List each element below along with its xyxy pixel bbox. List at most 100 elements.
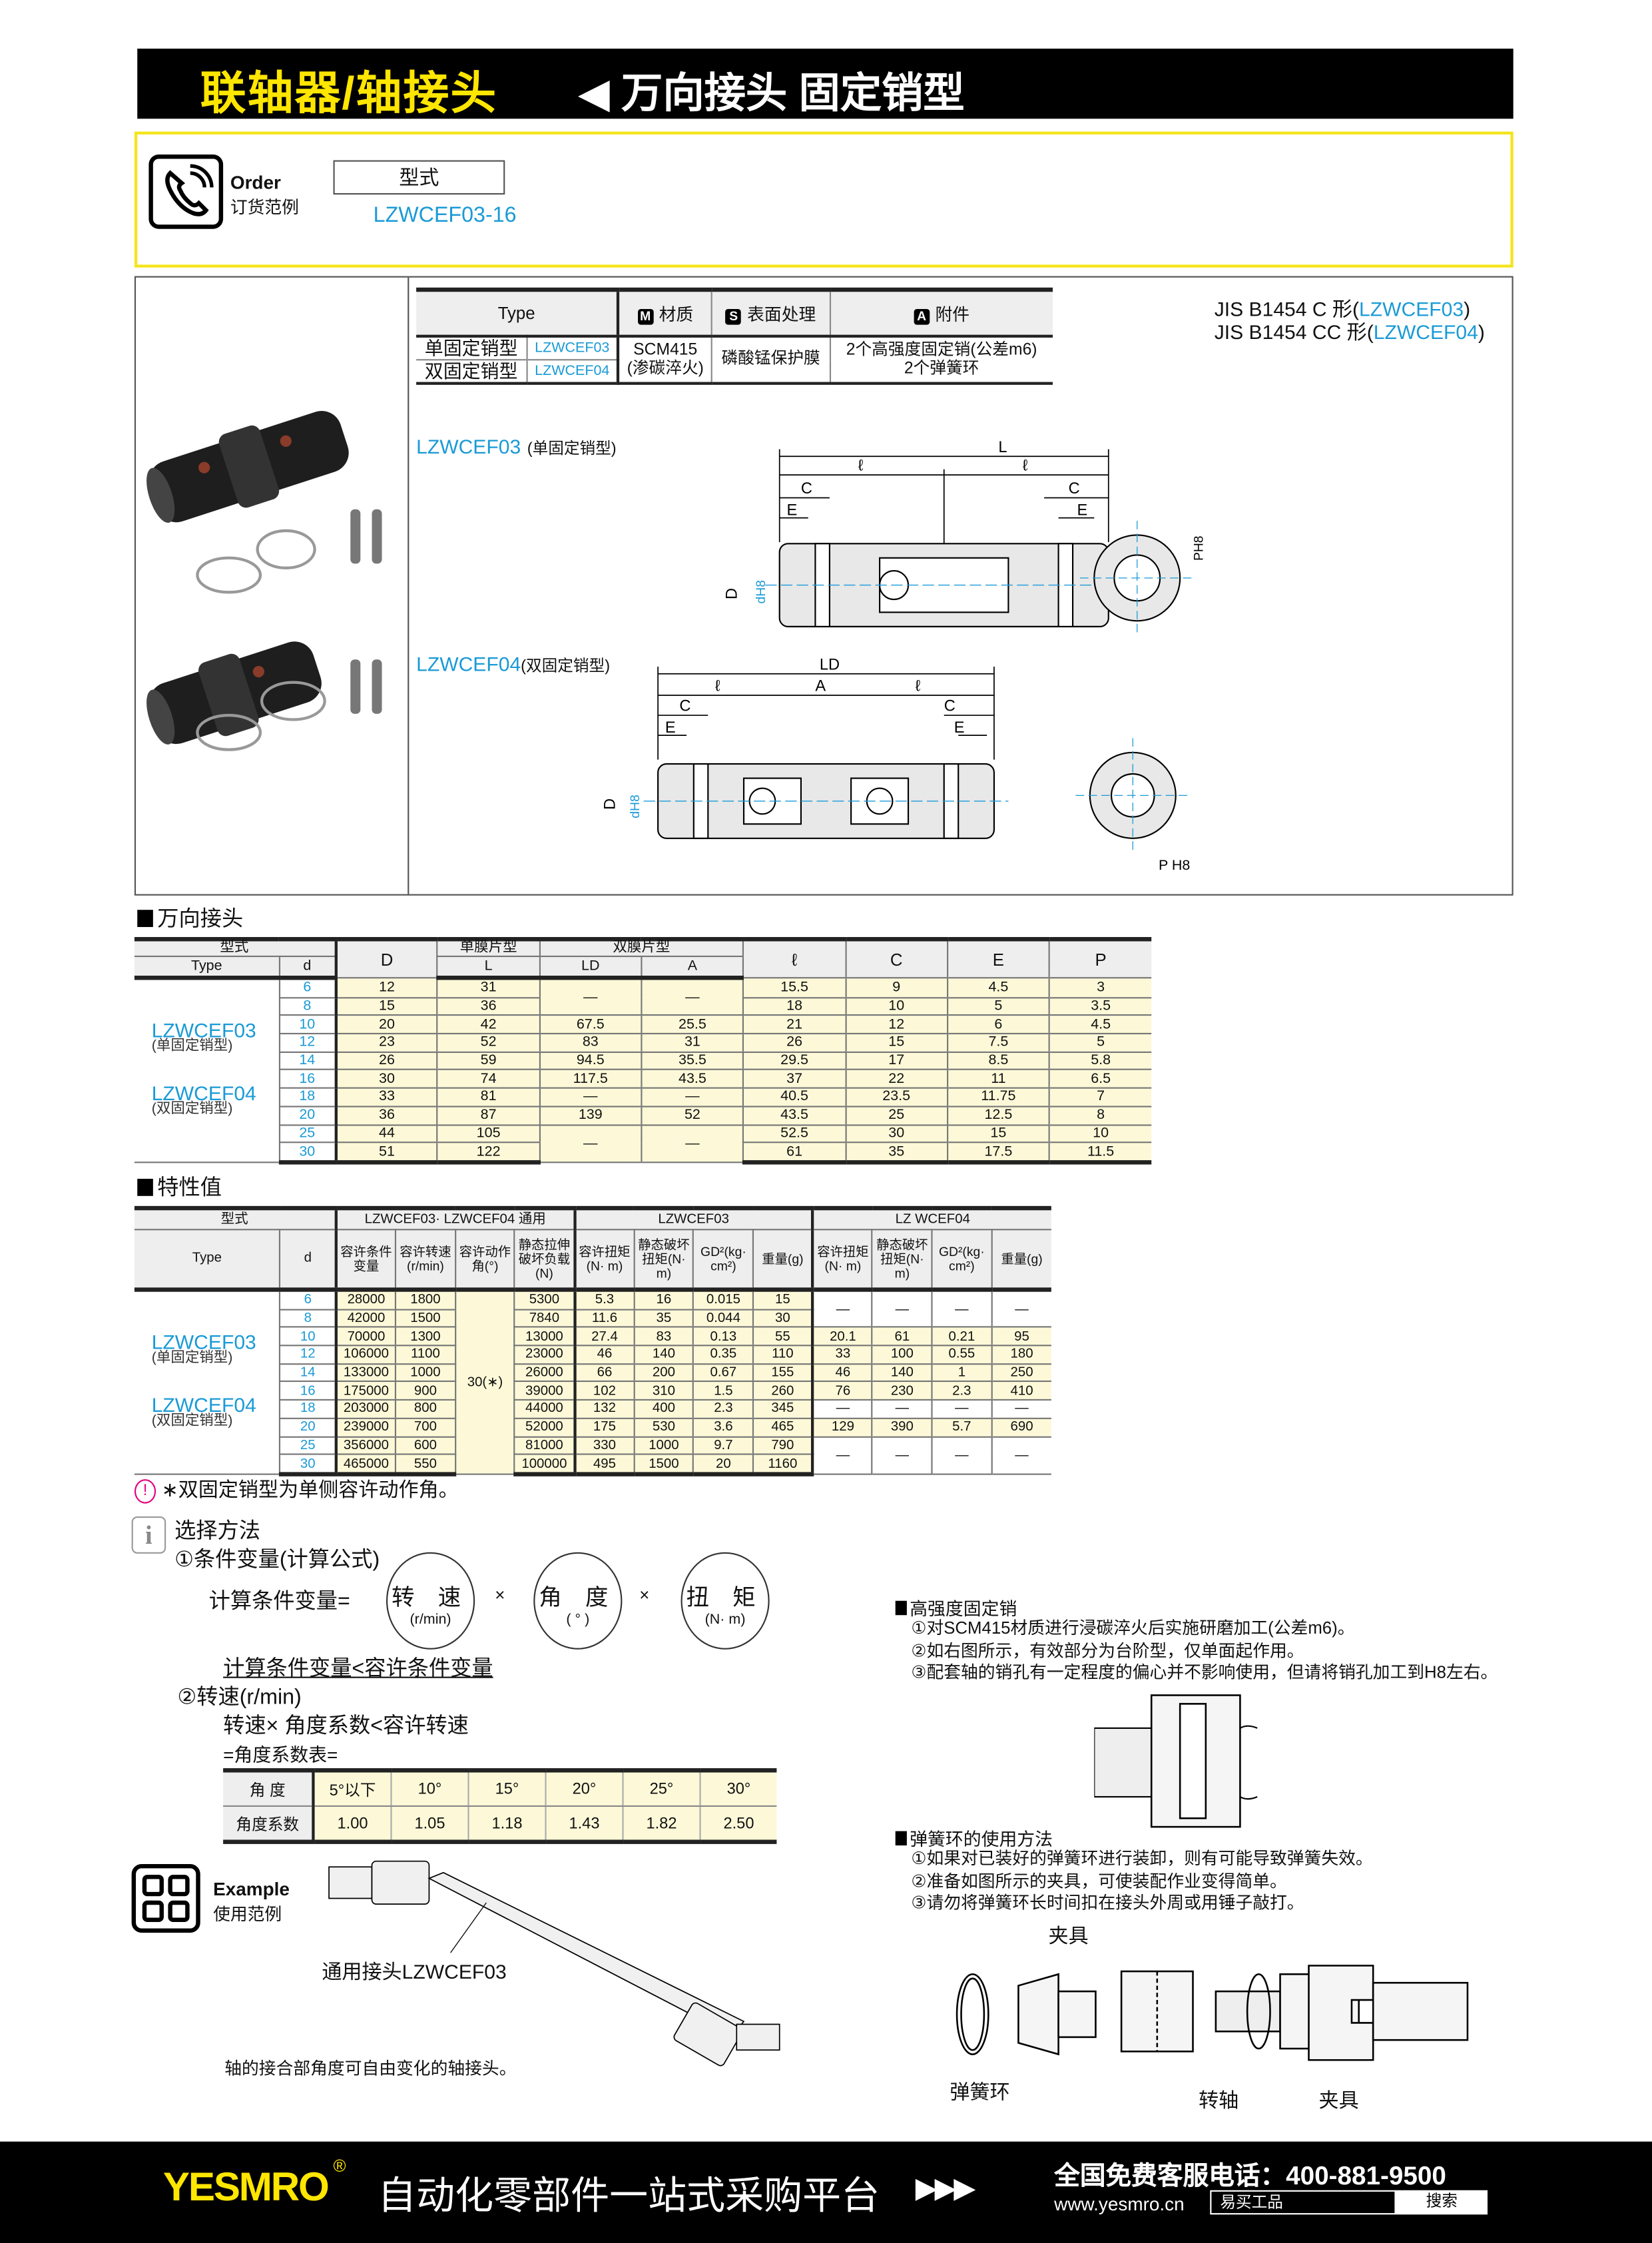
value-cell: 550 <box>395 1454 455 1476</box>
hotline: 全国免费客服电话：400-881-9500 <box>1054 2161 1446 2190</box>
size-d-cell: 6 <box>278 978 338 998</box>
single-name: (单固定销型) <box>527 440 617 458</box>
spec-type-name: 双固定销型 <box>416 360 527 385</box>
value-cell: 700 <box>395 1418 455 1437</box>
value-cell: 18 <box>742 997 846 1016</box>
value-cell: — <box>991 1400 1051 1419</box>
value-cell: 10 <box>1048 1124 1152 1143</box>
spec-header-type: Type <box>416 287 619 338</box>
value-cell: 6 <box>946 1015 1049 1035</box>
value-cell: 800 <box>395 1400 455 1419</box>
size-d-cell: 10 <box>278 1015 338 1035</box>
dimension-section-title: 万向接头 <box>137 902 243 932</box>
value-cell: 83 <box>633 1327 694 1347</box>
type-name: (双固定销型) <box>151 1414 233 1430</box>
value-cell: 1000 <box>395 1363 455 1383</box>
value-cell: 600 <box>395 1436 455 1455</box>
single-code: LZWCEF03 <box>416 435 521 458</box>
condition-rule: 计算条件变量<容许条件变量 <box>223 1656 493 1682</box>
value-cell: 260 <box>752 1381 813 1401</box>
size-d-cell: 30 <box>278 1142 338 1165</box>
spec-header-material: 材质 <box>659 304 694 324</box>
value-cell: 42000 <box>334 1309 396 1329</box>
value-cell: 203000 <box>334 1400 396 1419</box>
th-lzwcef03: LZWCEF03 <box>573 1205 813 1231</box>
value-cell: 3 <box>1048 978 1152 998</box>
value-cell: 26 <box>334 1052 438 1071</box>
factor-name: 扭 矩 <box>686 1586 764 1611</box>
spec-header-surface: 表面处理 <box>747 304 816 324</box>
pin-section-drawing <box>1094 1694 1258 1828</box>
value-cell: 4.5 <box>1048 1015 1152 1035</box>
value-cell: 330 <box>573 1436 635 1455</box>
value-cell: — <box>872 1400 932 1419</box>
value-cell: 155 <box>752 1363 813 1383</box>
registered-mark: ® <box>333 2156 346 2176</box>
example-caption: 轴的接合部角度可自由变化的轴接头。 <box>224 2059 517 2079</box>
order-example-box: Order 订货范例 型式 LZWCEF03-16 <box>134 131 1514 268</box>
value-cell: 74 <box>436 1070 540 1089</box>
value-cell: 5.7 <box>931 1418 992 1437</box>
value-cell: 465 <box>752 1418 813 1437</box>
value-cell: 345 <box>752 1400 813 1419</box>
value-cell: 51 <box>334 1142 438 1165</box>
th-A: A <box>641 956 744 980</box>
value-cell: — <box>539 1088 642 1108</box>
jis-code-2: LZWCEF04 <box>1373 320 1478 344</box>
double-drawing-title: LZWCEF04(双固定销型) <box>416 653 610 679</box>
website-link[interactable]: www.yesmro.cn <box>1054 2193 1185 2215</box>
speed-rule: 转速× 角度系数<容许转速 <box>223 1714 469 1738</box>
value-cell: 46 <box>573 1345 635 1365</box>
pin-note: ③配套轴的销孔有一定程度的偏心并不影响使用，但请将销孔加工到H8左右。 <box>911 1662 1498 1683</box>
ring-notes-title: 弹簧环的使用方法 <box>896 1824 1053 1851</box>
th-l: ℓ <box>742 937 846 979</box>
pin-notes-title: 高强度固定销 <box>896 1594 1017 1621</box>
order-type-header: 型式 <box>333 160 505 195</box>
footer-search-input[interactable]: 易买工品 <box>1210 2190 1396 2215</box>
material-icon: M <box>637 308 653 324</box>
value-cell: 102 <box>573 1381 635 1401</box>
size-d-cell: 16 <box>278 1070 338 1089</box>
footer-search-button[interactable]: 搜索 <box>1396 2190 1488 2215</box>
value-cell: 76 <box>811 1381 873 1401</box>
angle-table-title: =角度系数表= <box>223 1744 338 1765</box>
universal-joint-photo <box>146 411 382 751</box>
dim-dH8: dH8 <box>629 795 643 818</box>
value-cell: 200 <box>633 1363 694 1383</box>
dim-D: D <box>602 799 619 810</box>
value-cell: 175 <box>573 1418 635 1437</box>
value-cell: 1500 <box>395 1309 455 1329</box>
value-cell: 1000 <box>633 1436 694 1455</box>
value-cell: 20.1 <box>811 1327 873 1347</box>
th-char-col: 重量(g) <box>991 1229 1051 1292</box>
accessory-icon: A <box>914 308 930 324</box>
footer-banner: YESMRO ® 自动化零部件一站式采购平台 ▶▶▶ 全国免费客服电话：400-… <box>0 2141 1652 2243</box>
coef-value: 1.18 <box>467 1805 546 1844</box>
value-cell: 230 <box>872 1381 932 1401</box>
value-cell: 25 <box>844 1106 948 1125</box>
value-cell: — <box>811 1400 873 1419</box>
value-cell: 690 <box>991 1418 1051 1437</box>
type-code: LZWCEF04 <box>151 1082 256 1106</box>
value-cell: 17 <box>844 1052 948 1071</box>
type-code: LZWCEF03 <box>151 1331 256 1355</box>
size-d-cell: 20 <box>278 1106 338 1125</box>
type-code: LZWCEF04 <box>151 1394 256 1417</box>
th-char-col: 容许转速(r/min) <box>395 1229 455 1292</box>
value-cell: 0.21 <box>931 1327 992 1347</box>
formula-label: 计算条件变量= <box>208 1589 350 1614</box>
value-cell: 12 <box>844 1015 948 1035</box>
angle-value: 20° <box>545 1768 623 1807</box>
dim-LD: LD <box>820 656 840 673</box>
value-cell: 175000 <box>334 1381 396 1401</box>
size-d-cell: 8 <box>279 1309 338 1329</box>
value-cell: — <box>811 1436 873 1475</box>
value-cell: 16 <box>633 1289 694 1310</box>
